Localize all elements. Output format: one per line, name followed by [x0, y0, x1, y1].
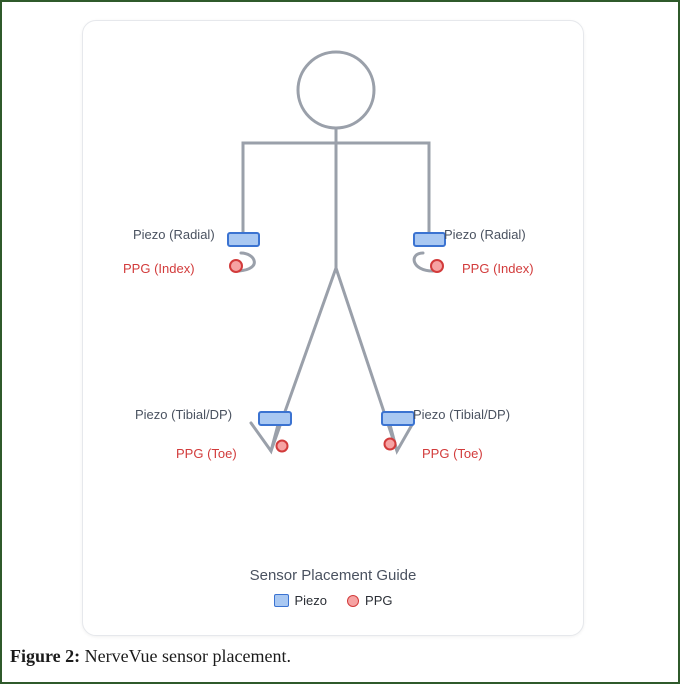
- diagram-title: Sensor Placement Guide: [249, 567, 417, 584]
- head: [296, 50, 376, 130]
- legend-piezo-label: Piezo: [294, 593, 328, 608]
- ppg-index-left-label: PPG (Index): [123, 261, 195, 276]
- piezo-radial-right-sensor: [413, 232, 446, 247]
- right-hand-loop: [412, 251, 435, 273]
- figure-caption: Figure 2: NerveVue sensor placement.: [10, 646, 291, 667]
- piezo-radial-left-sensor: [227, 232, 260, 247]
- piezo-tibial-left-label: Piezo (Tibial/DP): [135, 407, 232, 422]
- caption-text: NerveVue sensor placement.: [84, 646, 291, 666]
- piezo-tibial-right-label: Piezo (Tibial/DP): [413, 407, 510, 422]
- ppg-toe-right-sensor: [383, 437, 397, 451]
- legend: Piezo PPG: [83, 593, 583, 608]
- ppg-toe-left-label: PPG (Toe): [176, 446, 237, 461]
- legend-ppg-label: PPG: [365, 593, 393, 608]
- piezo-tibial-left-sensor: [258, 411, 292, 426]
- left-hand-loop: [237, 251, 256, 273]
- arms: [241, 141, 431, 241]
- caption-label: Figure 2:: [10, 646, 81, 666]
- diagram-card: Piezo (Radial) Piezo (Radial) PPG (Index…: [82, 20, 584, 636]
- ppg-index-right-label: PPG (Index): [462, 261, 534, 276]
- ppg-toe-left-sensor: [275, 439, 289, 453]
- legend-ppg-swatch: [347, 594, 360, 607]
- ppg-index-left-sensor: [229, 259, 243, 273]
- piezo-radial-left-label: Piezo (Radial): [133, 227, 215, 242]
- piezo-radial-right-label: Piezo (Radial): [444, 227, 526, 242]
- left-foot: [249, 419, 281, 455]
- body-diagram: Piezo (Radial) Piezo (Radial) PPG (Index…: [123, 50, 534, 461]
- ppg-index-right-sensor: [430, 259, 444, 273]
- ppg-toe-right-label: PPG (Toe): [422, 446, 483, 461]
- legend-piezo-swatch: [273, 594, 289, 607]
- stick-figure: [237, 50, 435, 455]
- right-foot: [387, 419, 415, 455]
- piezo-tibial-right-sensor: [381, 411, 415, 426]
